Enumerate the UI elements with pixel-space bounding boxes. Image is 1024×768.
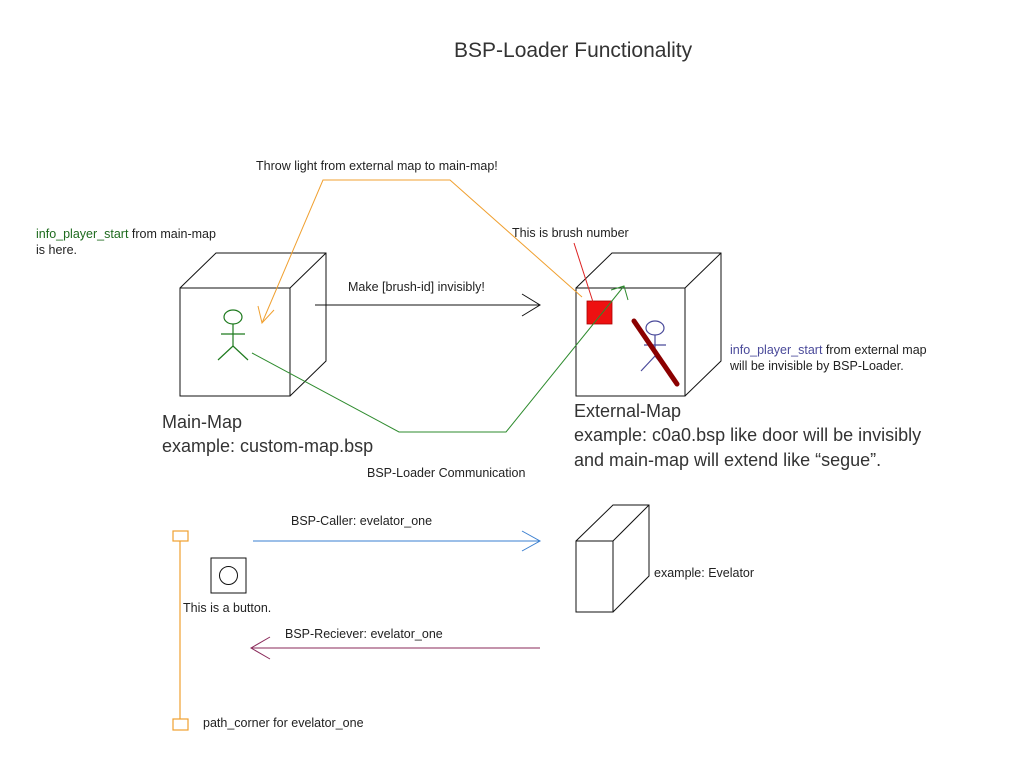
info-main-rest: from main-map [128,227,216,241]
info-ext-line2: will be invisible by BSP-Loader. [730,358,904,373]
path-corner-label: path_corner for evelator_one [203,716,364,730]
info-main-label: info_player_start from main-map is here. [36,227,216,258]
main-map-cube [179,252,327,397]
player-figure-main [217,309,249,361]
bsp-receiver-label: BSP-Reciever: evelator_one [285,627,443,641]
bsp-receiver-arrow [250,636,540,660]
button-box [210,557,247,594]
main-map-caption: Main-Map example: custom-map.bsp [162,410,373,459]
external-map-line1: example: c0a0.bsp like door will be invi… [574,425,922,446]
external-map-line2: and main-map will extend like “segue”. [574,449,882,470]
main-map-example: example: custom-map.bsp [162,436,374,457]
info-ext-rest: from external map [822,343,927,357]
info-main-term: info_player_start [36,227,129,241]
communication-path [251,285,629,433]
bsp-caller-label: BSP-Caller: evelator_one [291,514,433,528]
invisible-strike [631,318,680,387]
brush-pointer [573,242,594,303]
elevator-box [575,504,650,613]
light-path-arrow [257,179,583,325]
info-ext-term: info_player_start [730,343,823,357]
make-invisible-arrow [315,293,541,317]
info-main-line2: is here. [36,242,77,257]
external-map-caption: External-Map example: c0a0.bsp like door… [574,399,921,472]
diagram-title: BSP-Loader Functionality [454,39,693,62]
path-corner-track [172,530,189,731]
make-invisible-label: Make [brush-id] invisibly! [348,280,485,294]
communication-label: BSP-Loader Communication [367,466,526,480]
info-ext-label: info_player_start from external map will… [730,343,927,374]
throw-light-label: Throw light from external map to main-ma… [256,159,498,173]
bsp-caller-arrow [253,530,542,552]
brush-square [586,300,613,325]
external-map-title: External-Map [574,401,682,421]
main-map-title: Main-Map [162,412,243,432]
external-map-cube [575,252,722,397]
button-label: This is a button. [183,601,272,615]
example-elevator-label: example: Evelator [654,566,755,580]
brush-number-label: This is brush number [512,226,629,240]
